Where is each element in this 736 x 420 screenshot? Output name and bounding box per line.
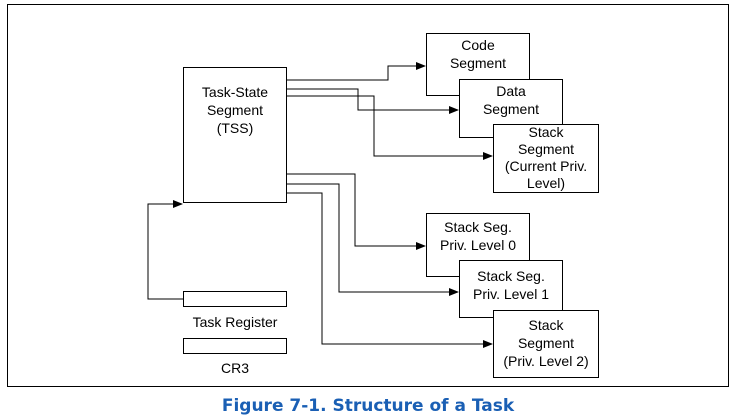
stack-priv2-label: Stack Segment (Priv. Level 2) [503, 317, 589, 369]
figure-caption: Figure 7-1. Structure of a Task [221, 396, 515, 416]
task-register-label: Task Register [192, 314, 278, 330]
arrow-task-register-to-tss [147, 200, 183, 300]
stack-priv1-label: Stack Seg. Priv. Level 1 [473, 268, 549, 302]
arrow-to-stack-priv2 [287, 192, 493, 348]
tss-label: Task-State Segment (TSS) [201, 84, 269, 136]
stack-priv2-box [493, 310, 599, 378]
arrow-to-data-segment [287, 88, 459, 114]
stack-priv0-label: Stack Seg. Priv. Level 0 [440, 219, 516, 253]
stack-current-box [493, 124, 599, 193]
code-segment-label: Code Segment [449, 37, 507, 71]
arrow-to-stack-current [287, 95, 493, 160]
task-register-box [183, 291, 287, 307]
data-segment-label: Data Segment [482, 83, 540, 117]
stack-priv1-box [459, 260, 563, 318]
arrow-to-stack-priv0 [287, 173, 426, 250]
cr3-box [183, 338, 287, 354]
stack-current-label: Stack Segment (Current Priv. Level) [504, 124, 588, 191]
arrow-to-code-segment [287, 62, 426, 81]
cr3-label: CR3 [220, 360, 249, 376]
tss-box [183, 67, 287, 203]
arrow-to-stack-priv1 [287, 183, 459, 296]
figure-frame [7, 4, 729, 387]
